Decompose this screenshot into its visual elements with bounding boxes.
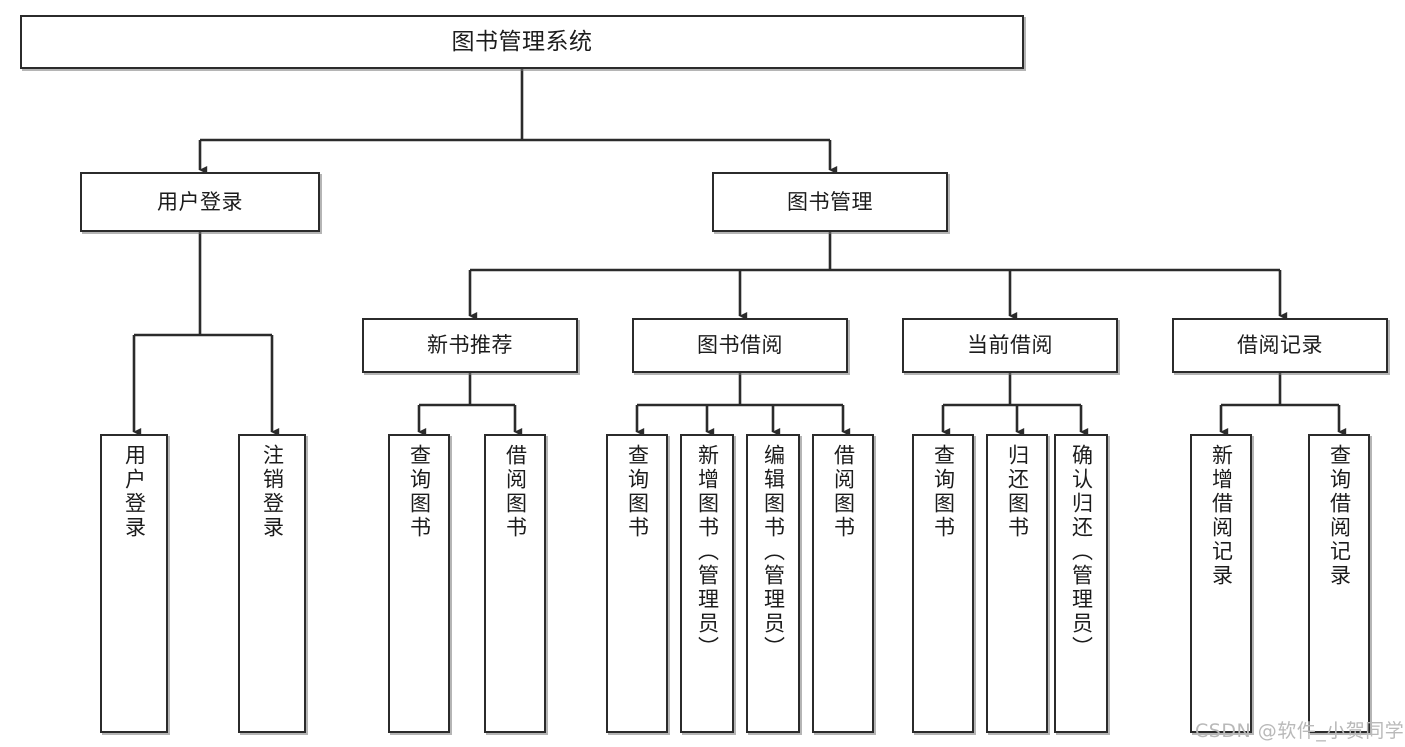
node-leaf-borrow-book-1[interactable]: 借阅图书 xyxy=(484,434,546,733)
node-book-borrow-label: 图书借阅 xyxy=(697,333,783,358)
node-leaf-user-login-label: 用户登录 xyxy=(122,444,147,540)
node-leaf-return-book[interactable]: 归还图书 xyxy=(986,434,1048,733)
node-leaf-edit-book-admin-label: 编辑图书（管理员） xyxy=(761,444,786,660)
node-current-borrow-label: 当前借阅 xyxy=(967,333,1053,358)
node-leaf-user-logout[interactable]: 注销登录 xyxy=(238,434,306,733)
node-new-book-recommend[interactable]: 新书推荐 xyxy=(362,318,578,373)
node-leaf-query-book-2[interactable]: 查询图书 xyxy=(606,434,668,733)
node-user-login[interactable]: 用户登录 xyxy=(80,172,320,232)
node-book-manage[interactable]: 图书管理 xyxy=(712,172,948,232)
node-leaf-user-logout-label: 注销登录 xyxy=(260,444,285,540)
node-leaf-edit-book-admin[interactable]: 编辑图书（管理员） xyxy=(746,434,800,733)
node-current-borrow[interactable]: 当前借阅 xyxy=(902,318,1118,373)
node-leaf-query-book-3[interactable]: 查询图书 xyxy=(912,434,974,733)
node-borrow-record-label: 借阅记录 xyxy=(1237,333,1323,358)
node-leaf-query-book-3-label: 查询图书 xyxy=(931,444,956,540)
node-leaf-confirm-return-admin[interactable]: 确认归还（管理员） xyxy=(1054,434,1108,733)
csdn-watermark: CSDN @软件_小贺同学 xyxy=(1195,720,1405,742)
node-leaf-add-book-admin[interactable]: 新增图书（管理员） xyxy=(680,434,734,733)
node-leaf-confirm-return-admin-label: 确认归还（管理员） xyxy=(1069,444,1094,660)
node-leaf-query-borrow-record[interactable]: 查询借阅记录 xyxy=(1308,434,1370,733)
node-book-borrow[interactable]: 图书借阅 xyxy=(632,318,848,373)
node-leaf-borrow-book-2[interactable]: 借阅图书 xyxy=(812,434,874,733)
node-new-book-recommend-label: 新书推荐 xyxy=(427,333,513,358)
node-leaf-query-book-1-label: 查询图书 xyxy=(407,444,432,540)
node-user-login-label: 用户登录 xyxy=(157,189,243,214)
node-leaf-add-borrow-record[interactable]: 新增借阅记录 xyxy=(1190,434,1252,733)
node-leaf-user-login[interactable]: 用户登录 xyxy=(100,434,168,733)
node-leaf-borrow-book-1-label: 借阅图书 xyxy=(503,444,528,540)
node-leaf-query-borrow-record-label: 查询借阅记录 xyxy=(1327,444,1352,588)
node-book-manage-label: 图书管理 xyxy=(787,189,873,214)
node-leaf-return-book-label: 归还图书 xyxy=(1005,444,1030,540)
node-leaf-add-book-admin-label: 新增图书（管理员） xyxy=(695,444,720,660)
node-leaf-query-book-1[interactable]: 查询图书 xyxy=(388,434,450,733)
node-borrow-record[interactable]: 借阅记录 xyxy=(1172,318,1388,373)
node-leaf-add-borrow-record-label: 新增借阅记录 xyxy=(1209,444,1234,588)
node-leaf-borrow-book-2-label: 借阅图书 xyxy=(831,444,856,540)
node-root-label: 图书管理系统 xyxy=(451,28,593,55)
node-leaf-query-book-2-label: 查询图书 xyxy=(625,444,650,540)
node-root[interactable]: 图书管理系统 xyxy=(20,15,1024,69)
